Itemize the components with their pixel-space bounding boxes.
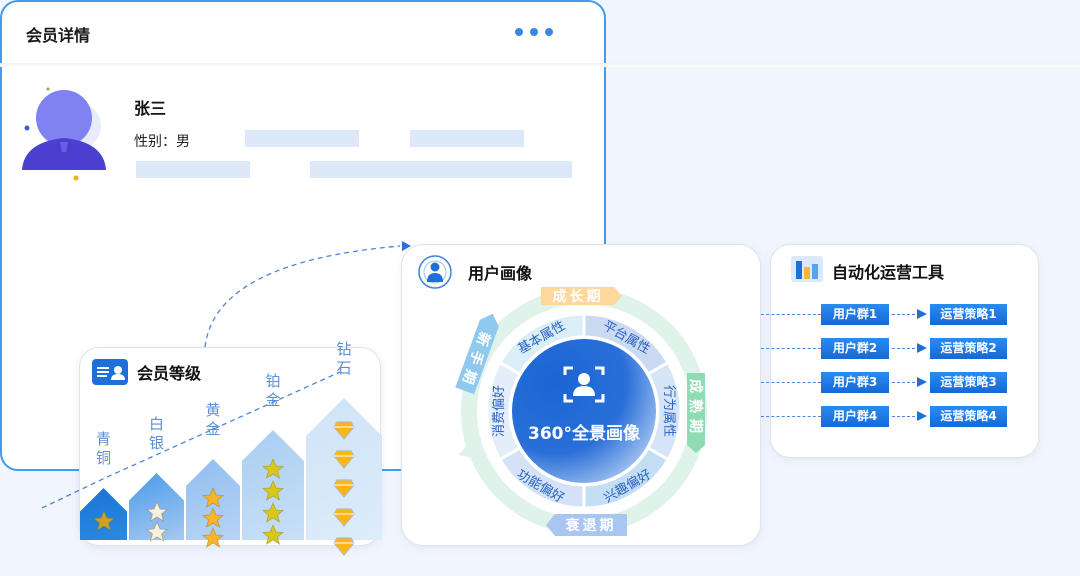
strategy-button[interactable]: 运营策略3 [930,372,1007,393]
member-detail-title: 会员详情 [26,26,91,45]
member-gender: 性别：男 [134,134,190,150]
svg-text:成长期: 成长期 [553,288,604,305]
dashed-connector [761,382,821,383]
member-level-card: 会员等级 青铜白银 黄金 铂金 钻石 [79,340,382,556]
diamond-icon [333,536,355,560]
placeholder-bar [245,130,359,147]
level-label: 黄金 [205,401,221,438]
automation-card: 自动化运营工具 用户群1 运营策略1 用户群2 运营策略2 用户群3 运营策略3… [761,244,1039,458]
dashed-arrow-line [892,416,920,417]
user-group-button[interactable]: 用户群4 [821,406,889,427]
stage-mature: 成熟期 [687,373,705,453]
arrow-right-icon [917,343,927,353]
arrow-right-icon [917,377,927,387]
dashed-arrow-line [892,314,920,315]
member-name: 张三 [134,99,167,118]
strategy-button[interactable]: 运营策略2 [930,338,1007,359]
bar-chart-icon [791,256,823,282]
more-options-icon[interactable] [515,28,553,36]
user-portrait-card: 用户画像 平台属性行为属性兴趣偏好功能偏好消费偏好基本属性 360°全景画像 成… [401,244,761,546]
star-icon [261,501,285,528]
svg-text:衰退期: 衰退期 [565,517,617,534]
stage-growth: 成长期 [541,287,622,305]
star-icon [145,520,168,547]
star-icon [145,500,168,527]
face-scan-icon [563,366,605,403]
placeholder-bar [310,161,572,178]
user-group-button[interactable]: 用户群1 [821,304,889,325]
star-icon [261,523,285,550]
automation-title: 自动化运营工具 [832,263,945,282]
svg-text:成熟期: 成熟期 [687,379,704,439]
stage-decline: 衰退期 [546,514,627,536]
user-group-button[interactable]: 用户群2 [821,338,889,359]
diamond-icon [333,420,355,444]
center-label: 360°全景画像 [528,423,641,444]
level-label: 青铜 [95,430,111,467]
dashed-connector [761,416,821,417]
strategy-button[interactable]: 运营策略4 [930,406,1007,427]
member-level-title: 会员等级 [137,364,202,383]
center-circle [512,339,656,483]
arrow-right-icon [917,411,927,421]
dashed-arrow-line [892,348,920,349]
level-label: 铂金 [265,372,281,409]
star-icon [201,526,225,553]
portrait-segment [497,312,586,377]
strategy-button[interactable]: 运营策略1 [930,304,1007,325]
diamond-icon [333,507,355,531]
level-label: 钻石 [336,340,352,377]
level-label: 白银 [148,415,164,452]
member-card-icon [92,359,128,385]
star-icon [92,509,115,536]
arrow-right-icon [917,309,927,319]
star-icon [201,506,225,533]
placeholder-bar [410,130,524,147]
user-portrait-icon [418,255,452,289]
segment-label: 消费偏好 [492,385,507,437]
avatar [22,87,106,181]
header-divider [0,63,1080,67]
dashed-connector [761,348,821,349]
user-group-button[interactable]: 用户群3 [821,372,889,393]
diamond-icon [333,478,355,502]
segment-label: 行为属性 [661,385,676,437]
user-portrait-title: 用户画像 [468,264,533,283]
placeholder-bar [136,161,250,178]
diamond-icon [333,449,355,473]
dashed-connector [761,314,821,315]
dashed-arrow-line [892,382,920,383]
